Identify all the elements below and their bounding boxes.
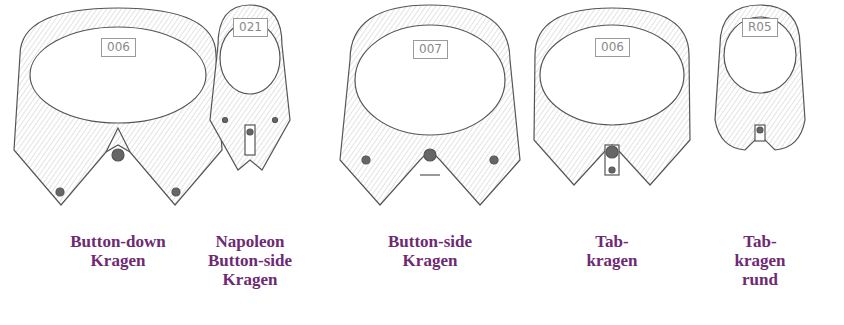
collar-number: 021 [239, 20, 262, 34]
round-tab-collar [715, 5, 805, 150]
button-down-collar [14, 8, 222, 205]
collar-number-box: R05 [742, 18, 778, 37]
collar-number: R05 [748, 20, 772, 34]
collar-number: 007 [419, 42, 442, 56]
tab-collar [534, 8, 690, 185]
collar-number-box: 007 [413, 40, 448, 59]
napoleon-collar [210, 5, 290, 170]
collar-caption: Button-side Kragen [365, 232, 495, 270]
button-side-collar [340, 5, 520, 205]
collar-number-box: 006 [595, 38, 630, 57]
collar-number-box: 006 [101, 38, 136, 57]
collar-number-box: 021 [233, 18, 268, 37]
collar-number: 006 [107, 40, 130, 54]
collar-number: 006 [601, 40, 624, 54]
collar-caption: Tab- kragen [582, 232, 642, 270]
collar-caption: Button-down Kragen [43, 232, 193, 270]
collar-caption: Tab- kragen rund [729, 232, 791, 289]
collar-caption: Napoleon Button-side Kragen [195, 232, 305, 289]
